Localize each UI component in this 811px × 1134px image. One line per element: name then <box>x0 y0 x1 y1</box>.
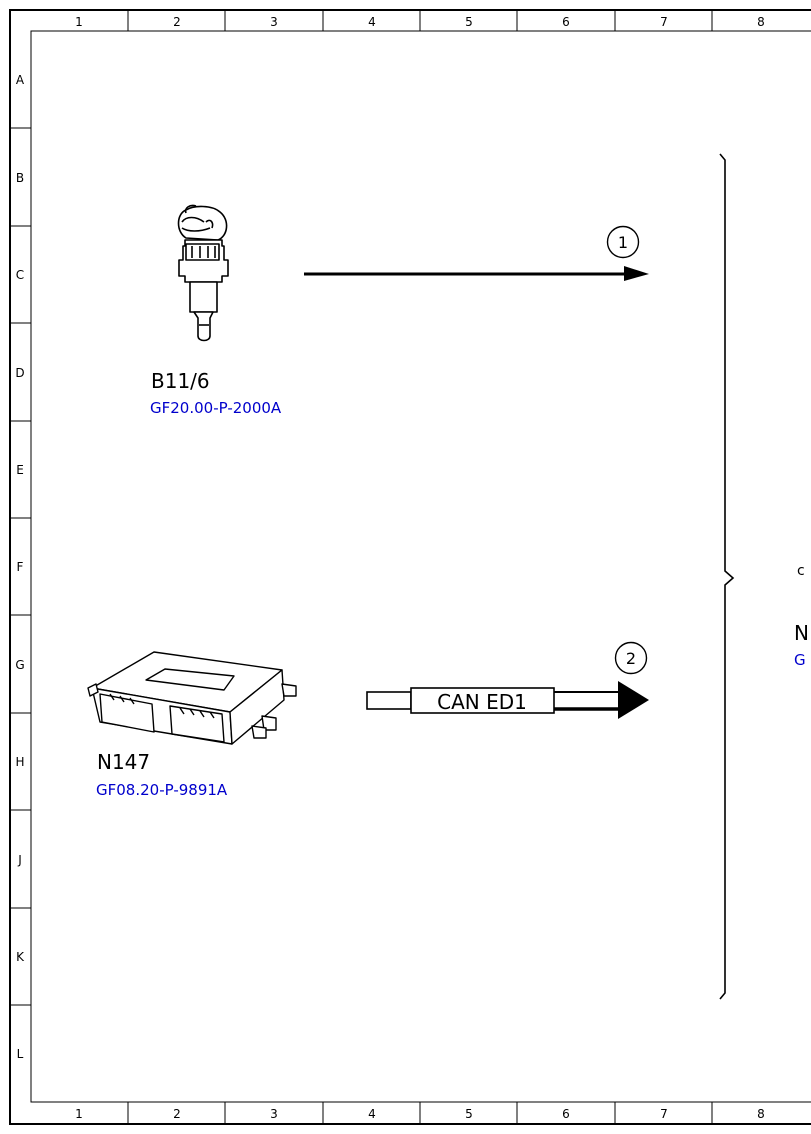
signal-2-marker: 2 <box>614 641 648 675</box>
signal-1-number: 1 <box>618 233 628 252</box>
target-component-doc-link[interactable]: G <box>794 651 806 669</box>
bottom-column-numbers: 1 2 3 4 5 6 7 8 <box>75 1107 765 1121</box>
row-label-J: J <box>17 853 22 867</box>
sensor-label: B11/6 <box>151 369 210 393</box>
control-unit-label: N147 <box>97 750 150 774</box>
signal-2-number: 2 <box>626 649 636 668</box>
col-label-bottom-3: 3 <box>270 1107 278 1121</box>
col-label-bottom-4: 4 <box>368 1107 376 1121</box>
row-label-G: G <box>15 658 24 672</box>
row-letters: A B C D E F G H J K L <box>15 73 25 1061</box>
col-label-bottom-6: 6 <box>562 1107 570 1121</box>
col-label-top-1: 1 <box>75 15 83 29</box>
col-label-bottom-5: 5 <box>465 1107 473 1121</box>
control-unit-doc-link[interactable]: GF08.20-P-9891A <box>96 781 228 799</box>
target-symbol-fragment: c <box>797 563 805 579</box>
col-label-top-5: 5 <box>465 15 473 29</box>
row-label-B: B <box>16 171 24 185</box>
col-label-bottom-7: 7 <box>660 1107 668 1121</box>
can-bus-label-box: CAN ED1 <box>410 687 555 714</box>
top-column-numbers: 1 2 3 4 5 6 7 8 <box>75 15 765 29</box>
col-label-bottom-1: 1 <box>75 1107 83 1121</box>
col-label-top-8: 8 <box>757 15 765 29</box>
grid-ticks <box>10 10 713 1124</box>
outer-frame-border <box>9 9 811 1125</box>
col-label-top-6: 6 <box>562 15 570 29</box>
col-label-bottom-8: 8 <box>757 1107 765 1121</box>
signal-1-marker: 1 <box>606 225 640 259</box>
row-label-C: C <box>16 268 24 282</box>
col-label-top-3: 3 <box>270 15 278 29</box>
signal-1-arrow <box>304 266 649 281</box>
col-label-top-2: 2 <box>173 15 181 29</box>
target-component-label: N <box>794 621 809 645</box>
row-label-H: H <box>15 755 24 769</box>
col-label-top-4: 4 <box>368 15 376 29</box>
row-label-E: E <box>16 463 24 477</box>
control-unit-icon <box>87 651 297 745</box>
row-label-K: K <box>16 950 25 964</box>
row-label-L: L <box>17 1047 24 1061</box>
inner-frame-border <box>30 30 811 1103</box>
temperature-sensor-icon <box>177 204 229 342</box>
grouping-brace <box>719 153 735 1000</box>
row-label-D: D <box>15 366 24 380</box>
can-bus-label: CAN ED1 <box>437 690 527 714</box>
row-label-A: A <box>16 73 25 87</box>
col-label-bottom-2: 2 <box>173 1107 181 1121</box>
col-label-top-7: 7 <box>660 15 668 29</box>
sensor-doc-link[interactable]: GF20.00-P-2000A <box>150 399 282 417</box>
row-label-F: F <box>17 560 24 574</box>
can-bus-arrow <box>366 681 649 719</box>
